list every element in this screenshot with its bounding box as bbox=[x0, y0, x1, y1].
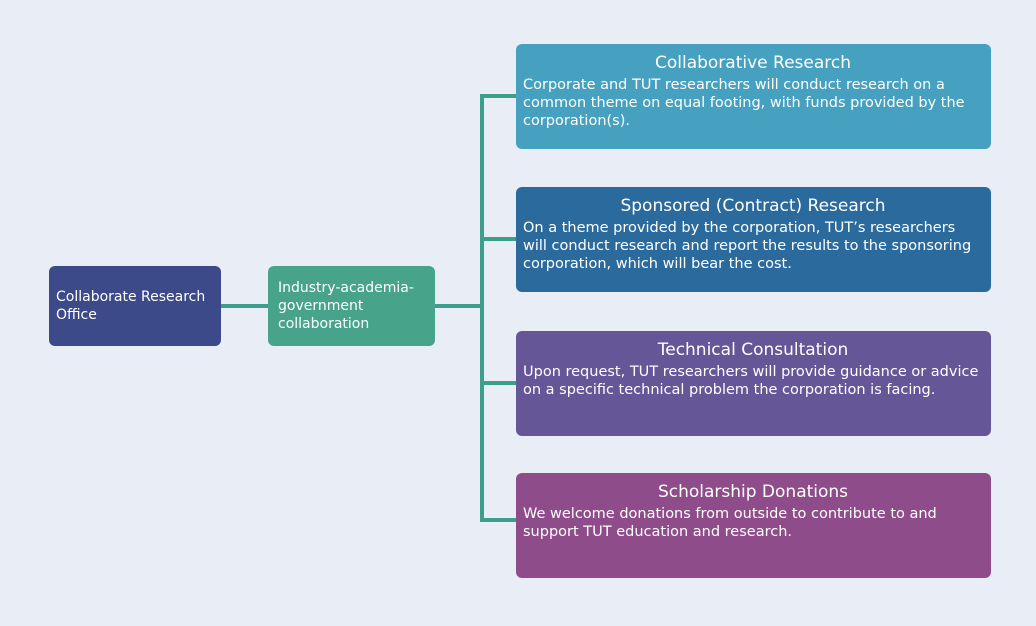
card-description: On a theme provided by the corporation, … bbox=[523, 220, 972, 272]
branch-node-label: Industry-academia-government collaborati… bbox=[278, 280, 414, 332]
card-sponsored-research: Sponsored (Contract) Research On a theme… bbox=[516, 187, 991, 292]
card-description: Corporate and TUT researchers will condu… bbox=[523, 77, 965, 129]
root-node: Collaborate Research Office bbox=[49, 266, 221, 346]
card-technical-consultation: Technical Consultation Upon request, TUT… bbox=[516, 331, 991, 436]
card-title: Scholarship Donations bbox=[657, 482, 849, 502]
root-node-label: Collaborate Research Office bbox=[56, 289, 206, 323]
card-title: Collaborative Research bbox=[654, 53, 852, 73]
branch-node: Industry-academia-government collaborati… bbox=[268, 266, 435, 346]
card-scholarship-donations: Scholarship Donations We welcome donatio… bbox=[516, 473, 991, 578]
card-collaborative-research: Collaborative Research Corporate and TUT… bbox=[516, 44, 991, 149]
card-description: We welcome donations from outside to con… bbox=[523, 506, 937, 540]
card-title: Technical Consultation bbox=[657, 340, 849, 360]
card-title: Sponsored (Contract) Research bbox=[620, 196, 886, 216]
card-description: Upon request, TUT researchers will provi… bbox=[523, 364, 979, 398]
